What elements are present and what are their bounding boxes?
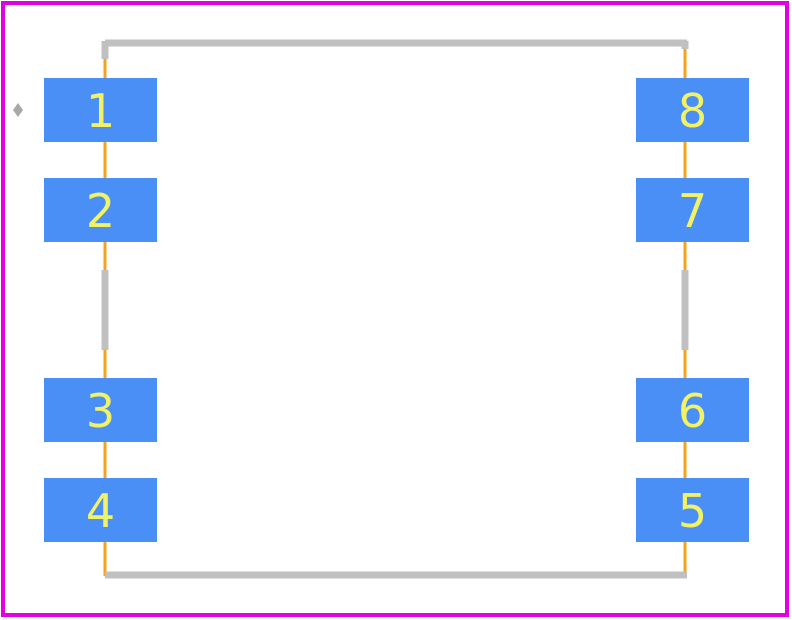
pad-label: 1 <box>86 84 115 138</box>
pad-rect <box>636 378 749 442</box>
pad-7: 7 <box>636 178 749 242</box>
pad-label: 8 <box>678 84 707 138</box>
diamond-marker-icon <box>13 103 23 117</box>
pad-6: 6 <box>636 378 749 442</box>
pad-3: 3 <box>44 378 157 442</box>
pads-layer: 1 2 3 4 8 7 6 5 <box>44 78 749 542</box>
pad-rect <box>44 78 157 142</box>
pad-label: 6 <box>678 384 707 438</box>
pad-label: 5 <box>678 484 707 538</box>
pad-8: 8 <box>636 78 749 142</box>
pad-label: 7 <box>678 184 707 238</box>
pad-label: 2 <box>86 184 115 238</box>
pad-1: 1 <box>44 78 157 142</box>
pad-rect <box>636 178 749 242</box>
pad-rect <box>44 178 157 242</box>
pad-2: 2 <box>44 178 157 242</box>
pad-label: 3 <box>86 384 115 438</box>
pad-rect <box>636 78 749 142</box>
pad-label: 4 <box>86 484 115 538</box>
pad-4: 4 <box>44 478 157 542</box>
pad-rect <box>636 478 749 542</box>
pad-rect <box>44 378 157 442</box>
pad-rect <box>44 478 157 542</box>
pad-5: 5 <box>636 478 749 542</box>
